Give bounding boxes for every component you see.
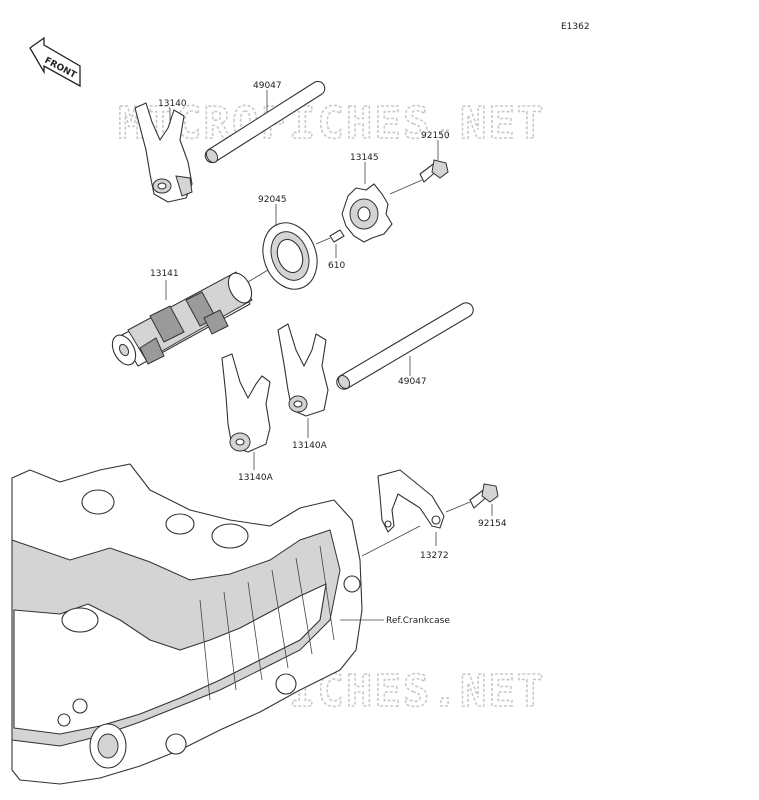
label-13140: 13140 bbox=[158, 99, 187, 109]
front-arrow-icon: FRONT bbox=[29, 36, 81, 88]
shift-rod-top bbox=[204, 80, 326, 164]
label-92150: 92150 bbox=[421, 131, 450, 141]
shift-drum-13141 bbox=[111, 269, 269, 367]
label-13272: 13272 bbox=[420, 551, 449, 561]
shift-fork-13140a-right bbox=[277, 323, 329, 417]
label-13140a-right: 13140A bbox=[292, 441, 328, 451]
label-49047-top: 49047 bbox=[253, 81, 282, 91]
label-13140a-left: 13140A bbox=[238, 473, 274, 483]
shift-fork-13140 bbox=[134, 102, 193, 203]
shift-rod-bottom bbox=[336, 302, 474, 390]
shift-drum-cam-13145 bbox=[341, 183, 393, 243]
bolt-92154 bbox=[469, 483, 499, 509]
shift-fork-13140a-left bbox=[221, 353, 271, 453]
pin-610 bbox=[329, 229, 345, 243]
label-92045: 92045 bbox=[258, 195, 287, 205]
bearing-92045 bbox=[262, 222, 318, 290]
label-13141: 13141 bbox=[150, 269, 179, 279]
diagram-code: E1362 bbox=[561, 22, 590, 32]
label-13145: 13145 bbox=[350, 153, 379, 163]
label-92154: 92154 bbox=[478, 519, 507, 529]
label-ref-crankcase: Ref.Crankcase bbox=[386, 616, 450, 626]
crankcase bbox=[11, 463, 363, 785]
watermark-top: MICROFICHES.NET bbox=[118, 98, 545, 149]
bracket-13272 bbox=[377, 469, 445, 533]
label-610: 610 bbox=[328, 261, 345, 271]
bolt-92150 bbox=[419, 159, 449, 183]
label-49047-bottom: 49047 bbox=[398, 377, 427, 387]
